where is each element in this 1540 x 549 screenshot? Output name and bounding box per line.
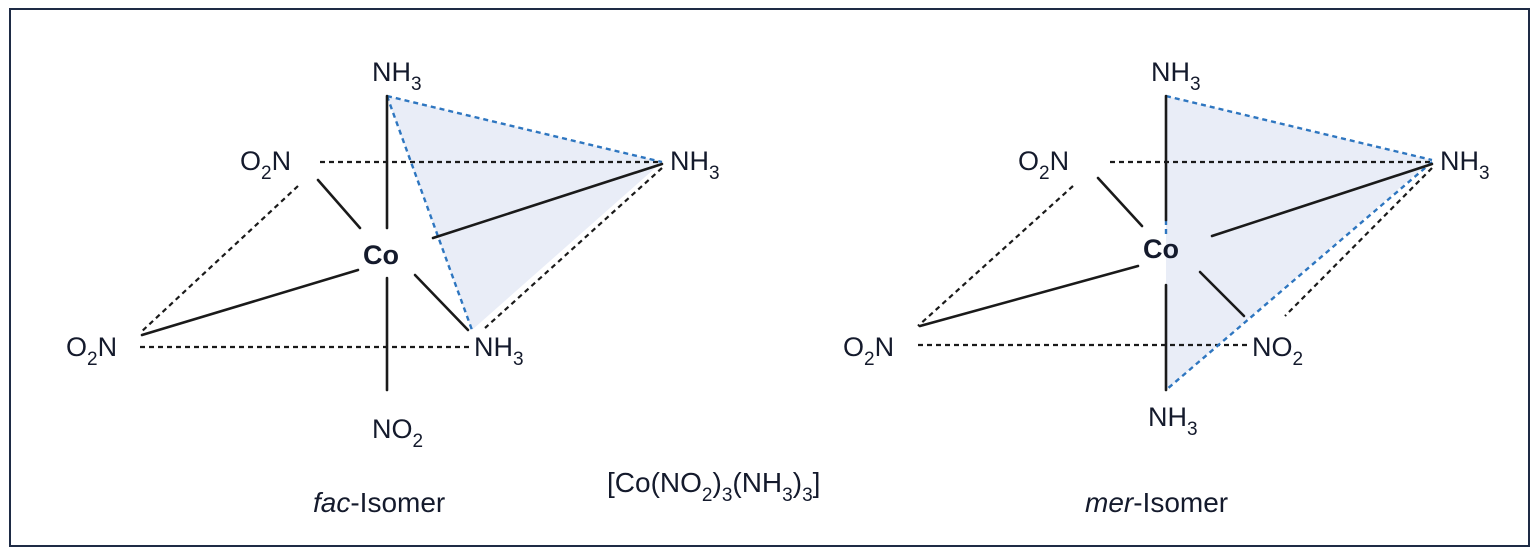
mer-label-lower-left: O2N bbox=[843, 332, 894, 370]
complex-formula: [Co(NO2)3(NH3)3] bbox=[607, 467, 820, 506]
fac-blue-edges bbox=[385, 94, 663, 331]
fac-dashed-edges bbox=[139, 160, 663, 349]
mer-label-upper-left: O2N bbox=[1018, 146, 1069, 184]
fac-isomer: Co NH3 O2N NH3 O2N NH3 NO2 fac-Isomer bbox=[66, 57, 720, 518]
mer-dashed-edges bbox=[917, 160, 1433, 347]
mer-center-co: Co bbox=[1143, 234, 1179, 264]
mer-blue-edges bbox=[1164, 94, 1433, 391]
fac-label-lower-right: NH3 bbox=[474, 332, 524, 370]
fac-label-top: NH3 bbox=[372, 57, 422, 95]
fac-label-right: NH3 bbox=[670, 146, 720, 184]
fac-bonds bbox=[140, 94, 664, 392]
fac-caption: fac-Isomer bbox=[313, 487, 445, 518]
fac-highlight-face bbox=[387, 96, 662, 330]
mer-label-lower-right: NO2 bbox=[1252, 332, 1303, 370]
mer-bonds bbox=[918, 94, 1434, 392]
fac-label-upper-left: O2N bbox=[240, 146, 291, 184]
mer-isomer: Co NH3 O2N NH3 O2N NO2 NH3 mer-Isomer bbox=[843, 57, 1490, 518]
mer-label-right: NH3 bbox=[1440, 146, 1490, 184]
mer-highlight-face bbox=[1166, 96, 1432, 390]
mer-label-top: NH3 bbox=[1151, 57, 1201, 95]
mer-caption: mer-Isomer bbox=[1085, 487, 1228, 518]
fac-label-lower-left: O2N bbox=[66, 332, 117, 370]
fac-center-co: Co bbox=[363, 240, 399, 270]
fac-label-bottom: NO2 bbox=[372, 414, 423, 452]
mer-label-bottom: NH3 bbox=[1148, 402, 1198, 440]
